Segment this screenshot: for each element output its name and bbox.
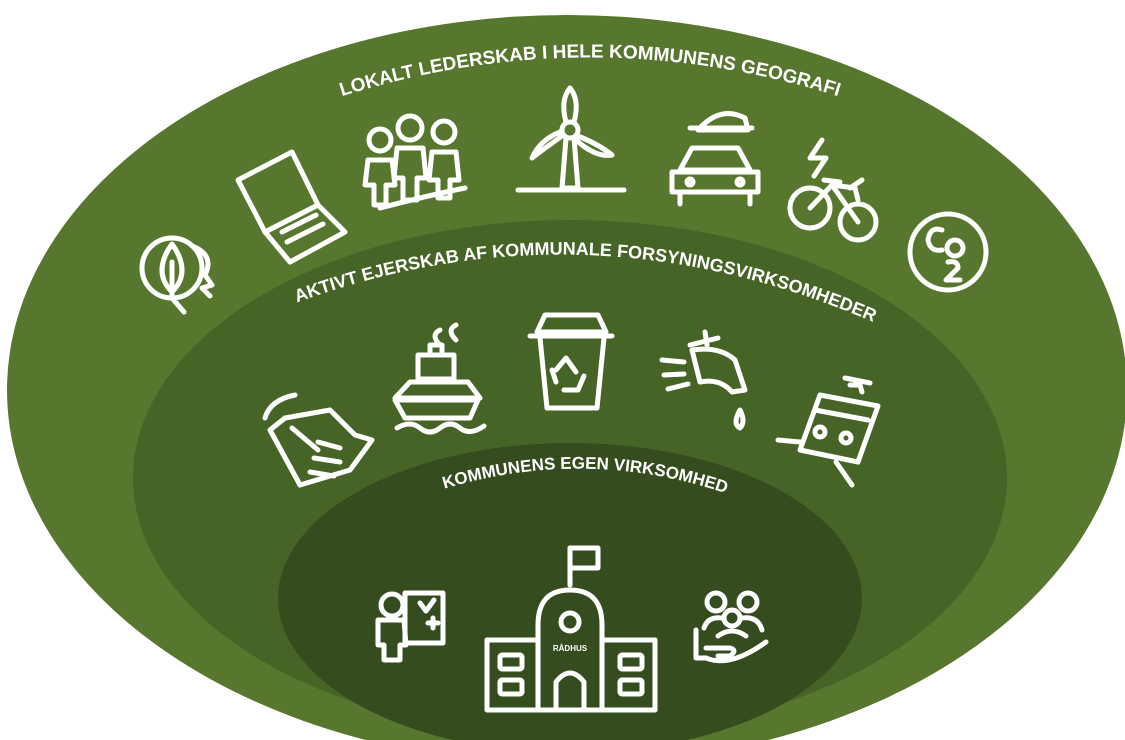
people-group-icon [362, 113, 468, 211]
laptop-icon [235, 149, 348, 265]
town-hall-sign: RÅDHUS [553, 644, 588, 653]
town-hall-icon [484, 545, 658, 713]
co2-icon [907, 211, 989, 293]
ship-icon [392, 322, 487, 435]
water-tap-icon [659, 329, 748, 431]
electric-bike-icon [787, 137, 879, 243]
recycling-bin-icon [527, 312, 615, 411]
wind-turbine-icon [515, 85, 627, 193]
train-icon [775, 375, 881, 488]
leaf-head-icon [139, 235, 215, 315]
factory-icon [262, 392, 375, 488]
care-hand-icon [693, 590, 769, 664]
electric-car-icon [669, 111, 761, 207]
teacher-icon [375, 590, 446, 663]
